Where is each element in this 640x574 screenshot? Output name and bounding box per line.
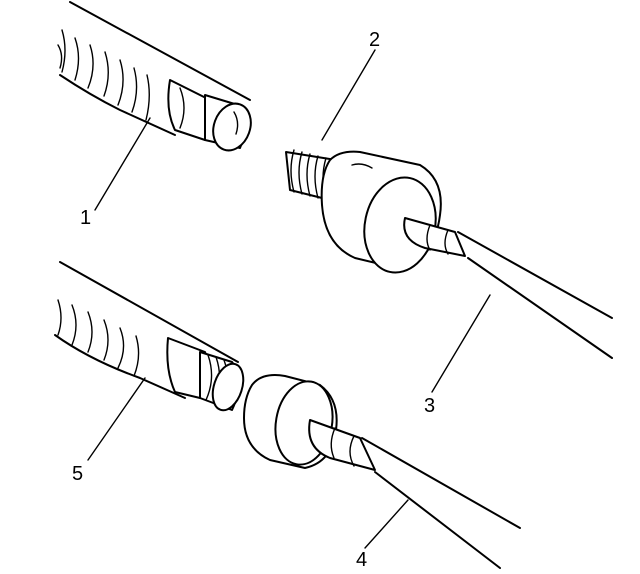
callout-3: 3 [424, 395, 436, 417]
lower-jam-nut-and-inner-rod [243, 374, 521, 569]
leader-1 [94, 117, 151, 211]
upper-outer-tie-rod-sleeve [57, 1, 252, 152]
callout-2: 2 [369, 29, 381, 51]
callout-1: 1 [80, 207, 92, 229]
lower-outer-tie-rod-sleeve [54, 261, 245, 412]
upper-inner-tie-rod [285, 149, 613, 359]
leader-lines [87, 49, 491, 549]
leader-4 [364, 499, 409, 549]
leader-2 [321, 49, 376, 141]
leader-3 [431, 294, 491, 393]
callout-4: 4 [356, 549, 368, 571]
leader-5 [87, 377, 146, 461]
callout-5: 5 [72, 463, 84, 485]
